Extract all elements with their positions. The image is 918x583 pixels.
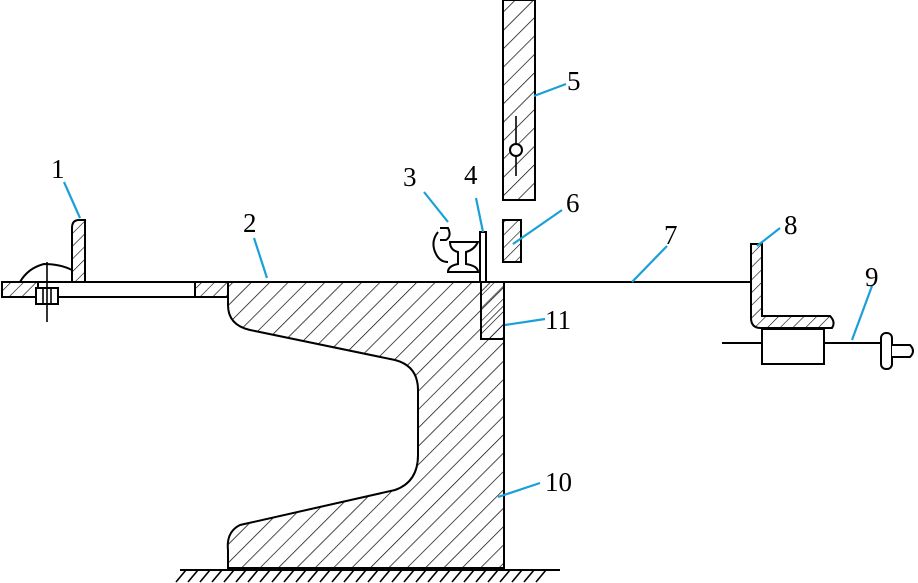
ground-tick (187, 569, 199, 583)
leader-6 (512, 209, 563, 245)
adjusting-screw (722, 328, 914, 370)
ground-tick (199, 569, 211, 583)
label-5: 5 (567, 66, 581, 96)
ground-tick (247, 569, 259, 583)
right-angle-bracket (750, 243, 835, 329)
ground-tick (211, 569, 223, 583)
label-9: 9 (865, 262, 879, 292)
label-3: 3 (403, 162, 417, 192)
left-angle-bracket (19, 219, 86, 283)
leader-9 (850, 285, 874, 341)
leader-4 (474, 197, 485, 233)
ground-tick (535, 569, 547, 583)
ground-tick (175, 569, 187, 583)
label-6: 6 (566, 188, 580, 218)
ground-tick (463, 569, 475, 583)
label-10: 10 (545, 467, 572, 497)
leader-5 (533, 82, 567, 98)
ground-tick (355, 569, 367, 583)
ground-tick (439, 569, 451, 583)
ground-tick (511, 569, 523, 583)
ground-tick (283, 569, 295, 583)
label-1: 1 (51, 154, 65, 184)
leader-10 (497, 481, 541, 499)
ground (175, 569, 560, 583)
ground-tick (343, 569, 355, 583)
label-4: 4 (464, 160, 478, 190)
leader-3 (423, 191, 449, 223)
label-8: 8 (784, 210, 798, 240)
ground-tick (415, 569, 427, 583)
leader-lines (62, 82, 874, 499)
ground-tick (295, 569, 307, 583)
leader-1 (62, 181, 82, 219)
ground-tick (427, 569, 439, 583)
ground-tick (319, 569, 331, 583)
rail-section (226, 281, 505, 569)
ground-tick (331, 569, 343, 583)
corner-block (480, 281, 505, 340)
ground-tick (307, 569, 319, 583)
ground-tick (403, 569, 415, 583)
ground-tick (523, 569, 535, 583)
leader-11 (504, 317, 546, 327)
ground-tick (451, 569, 463, 583)
ground-tick (235, 569, 247, 583)
leader-8 (756, 227, 781, 247)
ground-tick (391, 569, 403, 583)
rail-clip (432, 227, 480, 273)
thin-plate (479, 231, 487, 283)
bolt (35, 262, 59, 322)
vertical-bar (502, 0, 536, 201)
ground-tick (223, 569, 235, 583)
ground-tick (487, 569, 499, 583)
leader-7 (631, 245, 668, 283)
label-2: 2 (243, 208, 257, 238)
ground-tick (475, 569, 487, 583)
ground-tick (271, 569, 283, 583)
part-labels: 1 2 3 4 5 6 7 8 9 10 11 (51, 66, 879, 497)
leader-2 (252, 237, 269, 279)
ground-tick (379, 569, 391, 583)
ground-tick (499, 569, 511, 583)
contact-block (502, 219, 522, 263)
label-11: 11 (545, 305, 571, 335)
ground-tick (259, 569, 271, 583)
ground-tick (367, 569, 379, 583)
label-7: 7 (664, 220, 678, 250)
